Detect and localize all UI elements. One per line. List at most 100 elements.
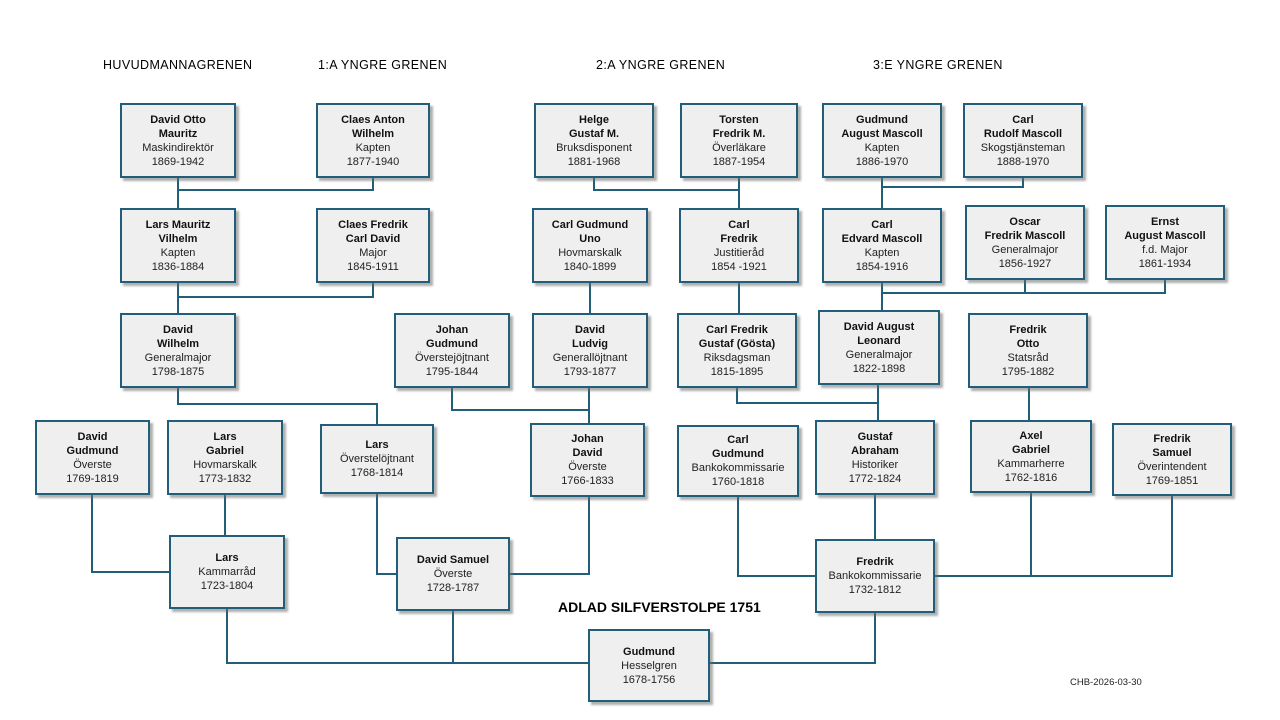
person-name-line: Helge: [579, 113, 609, 126]
connector-helge-join: [593, 178, 739, 191]
branch-header-2a-yngre-grenen: 2:A YNGRE GRENEN: [596, 58, 726, 72]
connector-carl-gudmund-join: [737, 497, 815, 577]
person-years: 1856-1927: [998, 257, 1052, 270]
person-name-line: Ludvig: [571, 337, 609, 350]
person-name-line: Gudmund: [856, 113, 908, 126]
person-title: Kammarherre: [997, 457, 1065, 470]
person-years: 1822-1898: [852, 362, 906, 375]
person-title: Major: [359, 246, 387, 259]
person-name-line: Carl: [871, 218, 893, 231]
person-years: 1762-1816: [1004, 471, 1058, 484]
person-name-line: Fredrik M.: [712, 127, 766, 140]
person-title: Historiker: [851, 458, 899, 471]
person-title: Överste: [73, 458, 112, 471]
person-years: 1772-1824: [848, 472, 902, 485]
person-name-line: David: [575, 323, 605, 336]
person-name-line: Fredrik: [1009, 323, 1047, 336]
person-title: Kapten: [355, 141, 391, 154]
person-years: 1854-1916: [855, 260, 909, 273]
person-title: Generalmajor: [991, 243, 1059, 256]
person-years: 1815-1895: [710, 365, 764, 378]
person-name-line: Lars: [213, 430, 237, 443]
person-years: 1732-1812: [848, 584, 902, 596]
person-name-line: Abraham: [851, 444, 899, 457]
person-name-line: Lars: [215, 552, 239, 564]
person-title: f.d. Major: [1142, 243, 1188, 256]
person-years: 1861-1934: [1138, 257, 1192, 270]
person-name-line: Gustaf (Gösta): [698, 337, 776, 350]
person-title: Generalmajor: [144, 351, 212, 364]
person-years: 1840-1899: [563, 260, 617, 273]
person-years: 1768-1814: [350, 467, 404, 479]
connector-david-wilhelm-to-lars: [177, 388, 378, 424]
person-years: 1887-1954: [712, 155, 766, 168]
person-name-line: Johan: [435, 323, 469, 336]
ennobled-annotation: ADLAD SILFVERSTOLPE 1751: [558, 599, 761, 615]
person-title: Statsråd: [1007, 351, 1049, 364]
person-title: Justitieråd: [713, 246, 765, 259]
connector-david-gudmund-join: [91, 495, 169, 573]
person-years: 1845-1911: [347, 260, 399, 273]
person-title: Generalmajor: [845, 348, 913, 361]
person-years: 1769-1819: [66, 472, 119, 485]
connector-claes-fredrik-join: [178, 283, 374, 298]
person-title: Hovmarskalk: [193, 458, 257, 471]
connector-ernst-join: [882, 280, 1166, 294]
person-years: 1877-1940: [346, 155, 400, 168]
person-name-line: Otto: [1016, 337, 1040, 350]
person-name-line: Rudolf Mascoll: [983, 127, 1063, 140]
person-name-line: David Otto: [150, 113, 206, 126]
person-years: 1769-1851: [1145, 474, 1199, 487]
person-name-line: Ernst: [1150, 215, 1180, 228]
connector-lars-kammarrad-to-hesselgren: [226, 609, 588, 664]
person-name-line: Johan: [571, 433, 604, 445]
person-name-line: Wilhelm: [156, 337, 200, 350]
person-title: Maskindirektör: [142, 141, 214, 154]
person-name-line: Leonard: [857, 334, 901, 347]
connector-johan-gudmund-join: [451, 388, 589, 411]
person-years: 1760-1818: [711, 476, 765, 488]
person-years: 1793-1877: [563, 365, 617, 378]
person-title: Bankokommissarie: [828, 570, 922, 582]
person-name-line: Gudmund: [426, 337, 478, 350]
person-title: Bankokommissarie: [691, 462, 785, 474]
person-years: 1886-1970: [855, 155, 909, 168]
person-name-line: Fredrik: [856, 556, 894, 568]
person-title: Generallöjtnant: [552, 351, 628, 364]
person-years: 1795-1882: [1001, 365, 1055, 378]
branch-header-1a-yngre-grenen: 1:A YNGRE GRENEN: [318, 58, 448, 72]
person-name-line: Gabriel: [206, 444, 244, 457]
person-name-line: Carl: [1012, 113, 1034, 126]
footer-note: CHB-2026-03-30: [1070, 677, 1142, 688]
person-title: Överstejöjtnant: [415, 351, 489, 364]
person-name-line: Torsten: [719, 113, 759, 126]
person-years: 1773-1832: [198, 472, 252, 485]
person-years: 1854 -1921: [711, 260, 767, 273]
connector-fredrik-right-sibling-bar: [935, 496, 1173, 577]
person-name-line: Claes Fredrik: [338, 218, 408, 231]
person-name-line: Samuel: [1152, 446, 1192, 459]
person-name-line: Wilhelm: [351, 127, 395, 140]
person-name-line: David: [77, 430, 108, 443]
